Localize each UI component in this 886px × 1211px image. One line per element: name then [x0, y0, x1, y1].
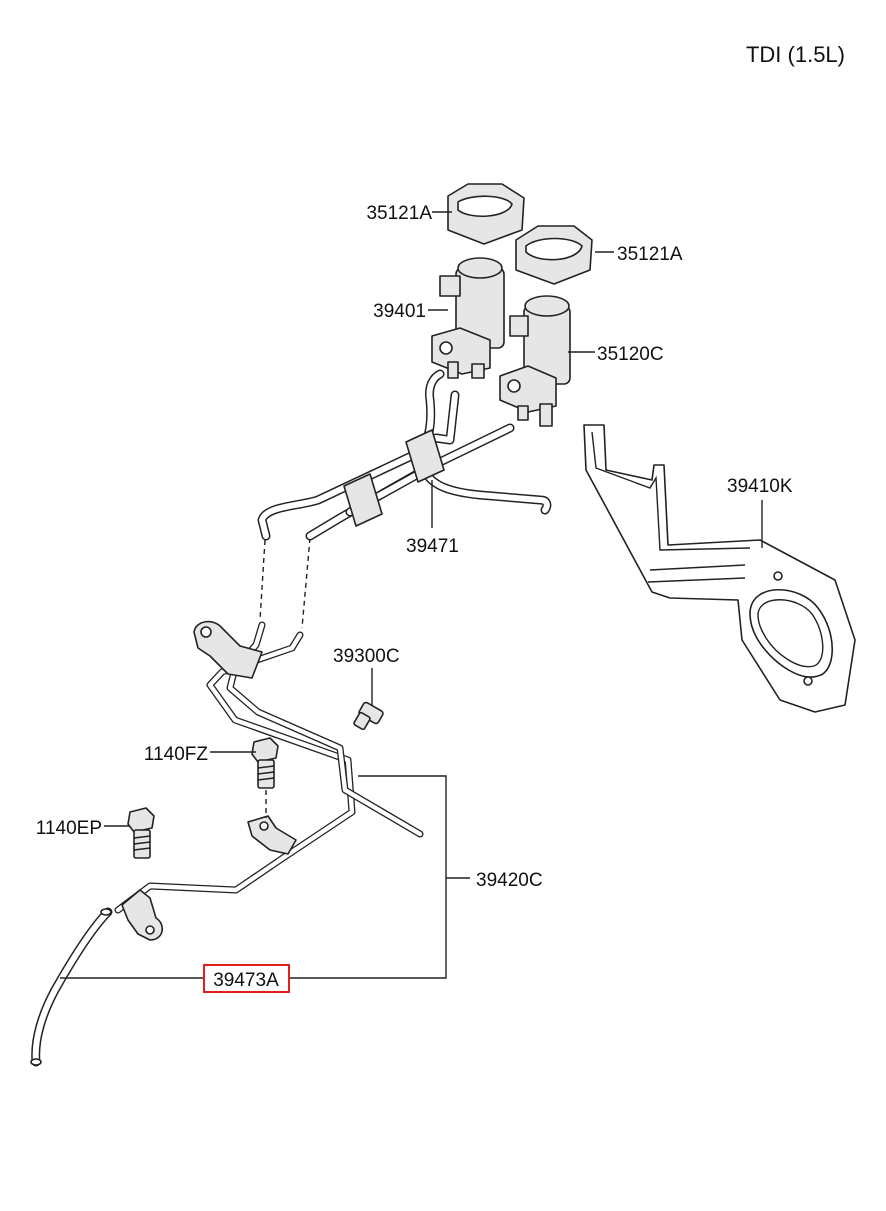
solenoid-valve-35120c[interactable] — [499, 295, 571, 427]
hose-39473a[interactable] — [30, 907, 113, 1067]
label-39401[interactable]: 39401 — [373, 301, 426, 322]
label-39410k[interactable]: 39410K — [727, 476, 793, 497]
dashed-connector-right — [301, 537, 311, 629]
label-35121a-right[interactable]: 35121A — [617, 244, 683, 265]
label-39473a[interactable]: 39473A — [213, 970, 279, 991]
sensor-39300c[interactable] — [353, 701, 384, 731]
label-1140ep[interactable]: 1140EP — [36, 818, 102, 839]
label-1140fz[interactable]: 1140FZ — [144, 744, 208, 765]
bolt-1140fz[interactable] — [251, 737, 279, 789]
cap-35121a-top[interactable] — [447, 183, 525, 245]
label-35121a-top[interactable]: 35121A — [366, 203, 432, 224]
bracket-39410k[interactable] — [583, 424, 856, 713]
highlight-box — [203, 964, 290, 993]
dashed-connector-left — [259, 539, 266, 621]
label-39471[interactable]: 39471 — [406, 536, 459, 557]
leader-lines — [60, 211, 763, 979]
hose-rail-39420c[interactable] — [114, 620, 424, 941]
label-35120c[interactable]: 35120C — [597, 344, 664, 365]
engine-variant-title: TDI (1.5L) — [746, 42, 845, 67]
bolt-1140ep[interactable] — [127, 807, 155, 859]
label-39420c[interactable]: 39420C — [476, 870, 543, 891]
hose-set-39471[interactable] — [257, 369, 552, 541]
label-39300c[interactable]: 39300C — [333, 646, 400, 667]
solenoid-valve-39401[interactable] — [431, 257, 505, 379]
cap-35121a-right[interactable] — [515, 225, 593, 285]
